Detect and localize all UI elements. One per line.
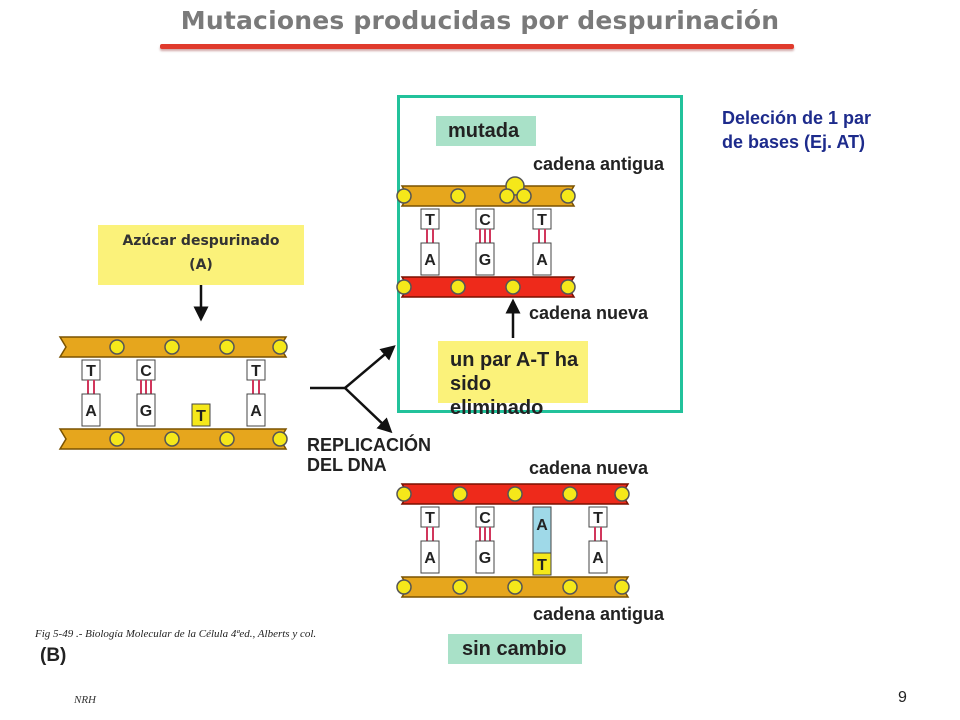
base-box [420, 208, 440, 230]
mutated-new-strand [400, 276, 576, 298]
fork-down-arrow [344, 387, 393, 434]
base-letter: C [479, 510, 491, 527]
base-letter: A [536, 517, 548, 534]
base-letter: C [140, 363, 152, 380]
base-letter: A [424, 550, 436, 567]
base-box [81, 359, 101, 381]
base-box [475, 242, 495, 276]
base-letter: A [424, 252, 436, 269]
base-letter: T [593, 510, 603, 527]
phosphate [562, 579, 578, 595]
mutated-old-strand-label: cadena antigua [533, 154, 665, 174]
page-title: Mutaciones producidas por despurinación [180, 6, 780, 35]
base-letter: T [196, 408, 206, 425]
phosphate [614, 579, 630, 595]
phosphate [452, 579, 468, 595]
base-letter: T [537, 557, 547, 574]
phosphate [219, 431, 235, 447]
phosphate [396, 579, 412, 595]
base-letter: T [425, 510, 435, 527]
phosphate [396, 486, 412, 502]
base-box [420, 540, 440, 574]
phosphate [164, 339, 180, 355]
replication-fork-arrows [310, 345, 396, 434]
replication-label-line2: DEL DNA [307, 455, 387, 475]
base-letter: T [86, 363, 96, 380]
base-letter: G [479, 252, 491, 269]
base-letter: C [479, 212, 491, 229]
depurinated-sugar-line1: Azúcar despurinado [122, 233, 280, 249]
phosphate [507, 579, 523, 595]
author-initials: NRH [74, 694, 96, 706]
panel-label: (B) [40, 645, 67, 666]
phosphate [614, 486, 630, 502]
replication-label: REPLICACIÓN DEL DNA [307, 435, 431, 475]
base-letter: A [592, 550, 604, 567]
replication-label-line1: REPLICACIÓN [307, 435, 432, 455]
base-box [532, 208, 552, 230]
phosphate [452, 486, 468, 502]
base-box [588, 540, 608, 574]
base-letter: G [140, 403, 152, 420]
phosphate [164, 431, 180, 447]
mutated-tag: mutada [436, 116, 536, 146]
deleted-pair-callout-line2: sido eliminado [450, 373, 544, 419]
phosphate [505, 279, 521, 295]
base-box [136, 393, 156, 427]
phosphate [499, 188, 515, 204]
base-box [246, 393, 266, 427]
phosphate [516, 188, 532, 204]
phosphate [219, 339, 235, 355]
deleted-pair-callout-line1: un par A-T ha [450, 349, 579, 371]
deletion-note: Deleción de 1 par de bases (Ej. AT) [722, 106, 871, 154]
phosphate [560, 279, 576, 295]
base-box [532, 242, 552, 276]
mutated-dna: T A C G T A [396, 176, 576, 298]
original-dna: T A C G T T A [58, 336, 288, 450]
base-box [475, 540, 495, 574]
depurinated-sugar-line2: (A) [189, 257, 213, 273]
base-letter: A [536, 252, 548, 269]
mutated-old-strand [400, 185, 576, 207]
base-letter: A [85, 403, 97, 420]
title-underline [160, 44, 794, 49]
base-letter: T [251, 363, 261, 380]
deleted-pair-callout: un par A-T ha sido eliminado [438, 341, 588, 419]
unchanged-tag: sin cambio [448, 634, 582, 664]
base-letter: A [250, 403, 262, 420]
figure-citation: Fig 5-49 .- Biología Molecular de la Cél… [35, 628, 317, 640]
phosphate [109, 431, 125, 447]
unpaired-base-box [191, 403, 211, 427]
base-letter: T [537, 212, 547, 229]
phosphate [450, 279, 466, 295]
base-letter: G [479, 550, 491, 567]
phosphate [507, 486, 523, 502]
base-letter: T [425, 212, 435, 229]
depurinated-sugar-label: Azúcar despurinado (A) [98, 225, 304, 285]
base-box [81, 393, 101, 427]
deletion-note-line1: Deleción de 1 par [722, 108, 872, 128]
phosphate [562, 486, 578, 502]
unchanged-old-strand-label: cadena antigua [533, 604, 665, 624]
unchanged-new-strand-label: cadena nueva [529, 458, 649, 478]
fork-up-arrow [344, 345, 396, 389]
base-box [588, 506, 608, 528]
base-box [420, 506, 440, 528]
phosphate [272, 431, 288, 447]
unchanged-dna: T A C G A T T A [396, 483, 630, 598]
phosphate [396, 279, 412, 295]
phosphate [272, 339, 288, 355]
phosphate [109, 339, 125, 355]
phosphate [450, 188, 466, 204]
template-base-box [532, 552, 552, 576]
phosphate [396, 188, 412, 204]
base-box [420, 242, 440, 276]
deletion-note-line2: de bases (Ej. AT) [722, 132, 866, 152]
mutated-new-strand-label: cadena nueva [529, 303, 649, 323]
base-box [246, 359, 266, 381]
page-number: 9 [898, 689, 907, 706]
phosphate [560, 188, 576, 204]
mutated-frame [397, 95, 683, 413]
